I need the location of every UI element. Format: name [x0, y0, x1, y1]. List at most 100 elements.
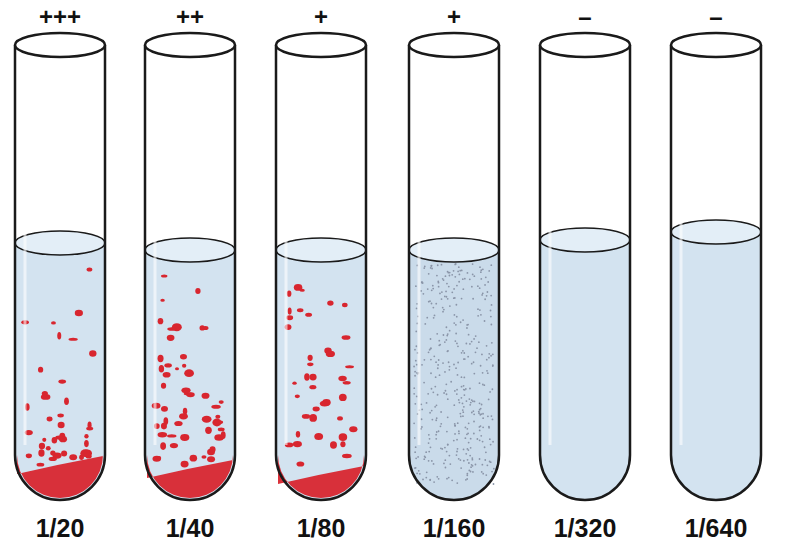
- fine-particle: [432, 391, 434, 393]
- fine-particle: [413, 393, 415, 395]
- fine-particle: [422, 293, 424, 295]
- agglutinate: [47, 416, 53, 421]
- fine-particle: [461, 270, 463, 272]
- fine-particle: [455, 263, 457, 265]
- fine-particle: [445, 339, 447, 341]
- fine-particle: [479, 426, 481, 428]
- fine-particle: [424, 266, 426, 268]
- fine-particle: [455, 367, 457, 369]
- glass-shine: [549, 65, 552, 445]
- agglutinate: [205, 427, 212, 434]
- fine-particle: [430, 347, 432, 349]
- fine-particle: [416, 396, 418, 398]
- fine-particle: [470, 466, 472, 468]
- fine-particle: [438, 344, 440, 346]
- fine-particle: [482, 441, 484, 443]
- agglutinate: [159, 365, 164, 373]
- fine-particle: [415, 457, 417, 459]
- fine-particle: [473, 433, 475, 435]
- fine-particle: [456, 451, 458, 453]
- fine-particle: [426, 402, 428, 404]
- fine-particle: [454, 423, 456, 425]
- agglutinate: [84, 434, 88, 438]
- fine-particle: [463, 406, 465, 408]
- fine-particle: [424, 323, 426, 325]
- fine-particle: [479, 409, 481, 411]
- fine-particle: [471, 457, 473, 459]
- fine-particle: [429, 438, 431, 440]
- agglutinate: [215, 415, 220, 419]
- agglutinate: [338, 376, 346, 382]
- agglutinate: [42, 391, 48, 396]
- fine-particle: [439, 344, 441, 346]
- fine-particle: [461, 298, 463, 300]
- fine-particle: [421, 282, 423, 284]
- test-tube: [409, 33, 499, 500]
- fine-particle: [481, 404, 483, 406]
- fine-particle: [414, 437, 416, 439]
- fine-particle: [448, 286, 450, 288]
- fine-particle: [415, 446, 417, 448]
- fine-particle: [454, 264, 456, 266]
- fine-particle: [457, 448, 459, 450]
- fine-particle: [463, 358, 465, 360]
- fine-particle: [447, 271, 449, 273]
- fine-particle: [436, 404, 438, 406]
- fine-particle: [479, 266, 481, 268]
- fine-particle: [435, 376, 437, 378]
- fine-particle: [438, 340, 440, 342]
- fine-particle: [418, 470, 420, 472]
- agglutinate: [201, 455, 206, 459]
- fine-particle: [432, 307, 434, 309]
- fine-particle: [480, 271, 482, 273]
- fine-particle: [467, 448, 469, 450]
- fine-particle: [444, 296, 446, 298]
- fine-particle: [433, 355, 435, 357]
- agglutinate: [293, 441, 302, 447]
- agglutinate: [42, 438, 46, 442]
- fine-particle: [436, 431, 438, 433]
- fine-particle: [468, 442, 470, 444]
- agglutinate: [51, 321, 56, 324]
- fine-particle: [456, 454, 458, 456]
- agglutinate: [158, 355, 164, 362]
- fine-particle: [470, 471, 472, 473]
- fine-particle: [454, 297, 456, 299]
- fine-particle: [488, 270, 490, 272]
- fine-particle: [451, 479, 453, 481]
- fine-particle: [458, 399, 460, 401]
- fine-particle: [430, 372, 432, 374]
- fine-particle: [423, 267, 425, 269]
- fine-particle: [462, 350, 464, 352]
- fine-particle: [463, 385, 465, 387]
- tube-rim: [145, 33, 235, 57]
- dilution-label: 1/320: [554, 515, 617, 541]
- fine-particle: [450, 381, 452, 383]
- fine-particle: [448, 369, 450, 371]
- fine-particle: [466, 433, 468, 435]
- agglutinate: [80, 449, 90, 457]
- fine-particle: [427, 288, 429, 290]
- fine-particle: [480, 365, 482, 367]
- test-tube: [671, 33, 761, 500]
- agglutinate: [152, 456, 161, 462]
- fine-particle: [456, 389, 458, 391]
- fine-particle: [486, 345, 488, 347]
- fine-particle: [443, 392, 445, 394]
- fine-particle: [420, 403, 422, 405]
- fine-particle: [461, 352, 463, 354]
- fine-particle: [430, 359, 432, 361]
- glass-shine: [680, 65, 683, 445]
- fine-particle: [423, 458, 425, 460]
- fine-particle: [493, 468, 495, 470]
- fine-particle: [492, 365, 494, 367]
- tube-rim: [409, 33, 499, 57]
- agglutinate: [210, 446, 216, 452]
- fine-particle: [482, 292, 484, 294]
- agglutination-grade: +: [447, 5, 461, 29]
- fine-particle: [453, 270, 455, 272]
- fine-particle: [453, 288, 455, 290]
- fine-particle: [443, 463, 445, 465]
- fine-particle: [456, 393, 458, 395]
- fine-particle: [433, 481, 435, 483]
